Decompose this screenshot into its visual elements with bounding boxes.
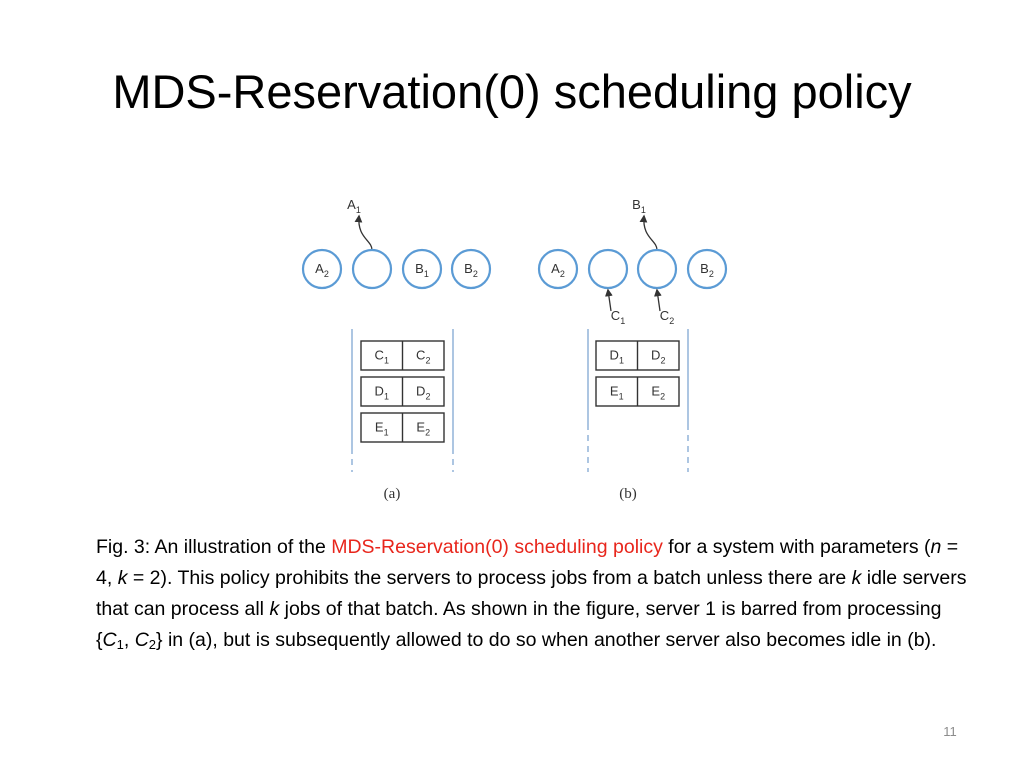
caption-text-1: for a system with parameters ( [662,536,931,558]
caption-text-3: = 2). This policy prohibits the servers … [127,567,852,589]
caption-text-5: jobs of that batch. As shown in the figu… [96,598,942,651]
panel-label: (b) [619,486,637,502]
server-node [636,248,678,290]
arriving-job-label: C1 [611,308,625,326]
figure-caption: Fig. 3: An illustration of the MDS-Reser… [96,532,976,656]
departure-arrow [354,214,373,251]
arrival-arrow [654,288,662,312]
caption-var-c2: C [134,629,149,651]
caption-sub-c2: 2 [148,637,157,652]
caption-var-k: k [117,567,128,589]
departure-arrow [639,214,658,251]
server-node [450,248,492,290]
server-node [537,248,579,290]
caption-var-k-2: k [851,567,862,589]
caption-prefix: Fig. 3: An illustration of the [96,536,332,558]
server-node [401,248,443,290]
server-node [587,248,629,290]
caption-comma: , [123,629,135,651]
caption-suffix: } in (a), but is subsequently allowed to… [156,629,937,651]
server-node [351,248,393,290]
slide-title: MDS-Reservation(0) scheduling policy [112,65,912,118]
server-node [301,248,343,290]
server-node [686,248,728,290]
departed-job-label: B1 [632,197,646,215]
page-number: 11 [943,724,957,739]
caption-var-k-3: k [269,598,280,620]
departed-job-label: A1 [347,197,361,215]
caption-text-2: = 4, [96,536,959,589]
caption-var-n: n [930,536,942,558]
arrival-arrow [605,288,613,312]
caption-var-c1: C [102,629,117,651]
arriving-job-label: C2 [660,308,674,326]
caption-sub-c1: 1 [116,637,124,652]
caption-highlight: MDS-Reservation(0) scheduling policy [331,536,663,558]
panel-label: (a) [384,486,401,502]
caption-text-4: idle servers that can process all [96,567,967,620]
